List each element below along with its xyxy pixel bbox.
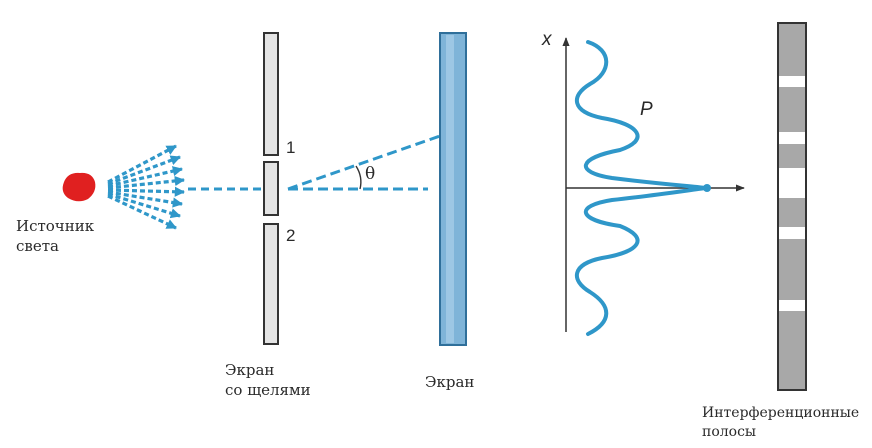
fringe-band: [779, 132, 805, 144]
fringe-band: [779, 300, 805, 311]
fringe-band: [779, 168, 805, 198]
barrier-middle: [263, 161, 279, 216]
observation-screen: [439, 32, 467, 346]
barrier-bottom: [263, 223, 279, 345]
fringes-label-line2: полосы: [702, 424, 757, 440]
slit-2-label: 2: [286, 226, 296, 245]
barrier-top: [263, 32, 279, 156]
curve-p-label: P: [640, 99, 653, 120]
source-label-line1: Источник: [16, 217, 95, 235]
slit-screen-label-line2: со щелями: [225, 381, 311, 399]
slit-screen-label-line1: Экран: [225, 361, 275, 379]
interference-fringes: [777, 22, 807, 391]
deflected-beam: [287, 134, 441, 191]
source-label-line2: света: [16, 237, 59, 255]
fringe-band: [779, 227, 805, 239]
source-label: Источник света: [16, 216, 94, 256]
slit-barrier: [263, 32, 279, 345]
fringe-band: [779, 76, 805, 87]
slit-1-label: 1: [286, 138, 296, 157]
curve-peak-dot: [703, 184, 711, 192]
slit-screen-label: Экран со щелями: [225, 360, 325, 400]
theta-arc: [355, 165, 362, 190]
emitted-rays: [107, 144, 186, 230]
axis-x-label: x: [542, 29, 552, 50]
theta-label: θ: [365, 164, 376, 184]
intensity-axes: [562, 37, 745, 332]
screen-label: Экран: [425, 373, 475, 391]
fringes-label-line1: Интерференционные: [702, 405, 860, 421]
fringes-label: Интерференционные полосы: [702, 404, 859, 442]
light-source: [62, 172, 96, 202]
